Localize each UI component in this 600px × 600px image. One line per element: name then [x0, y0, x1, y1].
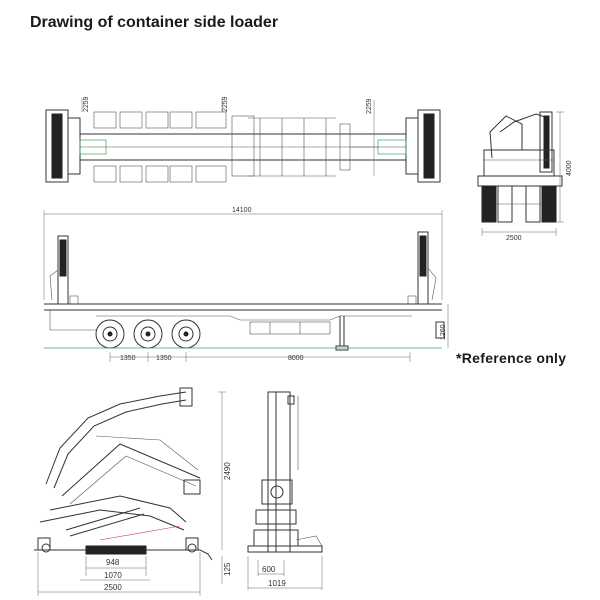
side-left-pad: [69, 295, 79, 305]
crane-dim-1070: 1070: [104, 571, 122, 580]
side-wheel-3-hub: [178, 326, 194, 342]
leg-column-inner: [275, 391, 291, 553]
leg-top-cap: [287, 395, 295, 405]
crane-lower-arm-2: [39, 509, 185, 531]
top-wheel-box: [145, 111, 169, 129]
top-wheel-box: [145, 165, 169, 183]
rear-height-label: 4000: [566, 160, 573, 176]
crane-pivot: [41, 543, 51, 553]
rear-left-wheel: [481, 185, 497, 223]
top-wheel-box: [169, 165, 193, 183]
rear-view: 4000 2500: [477, 111, 573, 242]
side-wheel-2-hub: [140, 326, 156, 342]
rear-right-wheel: [541, 185, 557, 223]
crane-dim-948: 948: [106, 558, 120, 567]
top-wheel-box: [119, 111, 143, 129]
top-outrigger: [195, 165, 227, 183]
crane-lower-arm: [49, 495, 187, 523]
top-frame-block: [231, 115, 255, 177]
top-outrigger: [195, 111, 227, 129]
side-chassis-frame: [96, 315, 412, 321]
crane-height-label: 2490: [223, 462, 232, 480]
crane-dim-2500: 2500: [104, 583, 122, 592]
crane-base-height: 125: [223, 562, 232, 576]
page-title: Drawing of container side loader: [30, 14, 279, 31]
crane-arm-2: [69, 455, 197, 505]
top-dim-3: 2259: [366, 98, 373, 114]
top-left-crane-base-fill: [51, 113, 63, 179]
crane-detail: 2490 125 948 1070 2500: [34, 387, 232, 596]
top-view: 2259 2259 2259: [45, 96, 441, 183]
leg-dim-1019: 1019: [268, 579, 286, 588]
side-deck-height: 1260: [440, 324, 447, 340]
leg-detail: 600 1019: [247, 391, 323, 590]
side-right-pad: [407, 295, 417, 305]
top-left-crane-bracket: [67, 117, 81, 175]
leg-dim-600: 600: [262, 565, 276, 574]
crane-cylinder: [69, 513, 145, 537]
crane-arm-1: [61, 443, 201, 497]
top-wheel-box: [93, 111, 117, 129]
crane-boom-tip: [179, 387, 193, 407]
rear-right-post: [539, 111, 553, 173]
crane-base-pad-right: [185, 537, 199, 551]
leg-pin: [270, 485, 284, 499]
top-dim-2: 2259: [222, 96, 229, 112]
side-axle-dim-2: 1350: [156, 355, 172, 362]
side-length-label: 14100: [232, 207, 252, 214]
crane-pivot: [187, 543, 197, 553]
side-axle-dim-1: 1350: [120, 355, 136, 362]
crane-base-plate: [85, 545, 147, 555]
leg-mid-block: [255, 509, 297, 525]
side-left-leg: [49, 269, 59, 301]
crane-hook-block: [183, 479, 201, 495]
side-wheel-1-hub: [102, 326, 118, 342]
crane-cylinder: [65, 507, 141, 531]
top-wheel-box: [119, 165, 143, 183]
crane-boom-lower: [53, 399, 187, 489]
top-right-crane-bracket: [405, 117, 419, 175]
rear-left-arm: [489, 115, 523, 159]
top-wheel-box: [93, 165, 117, 183]
side-left-crane-fill: [59, 239, 67, 277]
side-toolbox: [249, 321, 331, 335]
rear-width-label: 2500: [506, 235, 522, 242]
side-wheel-2-center: [145, 331, 151, 337]
crane-arm-3: [95, 435, 199, 471]
leg-column-outer: [267, 391, 277, 553]
side-wheel-3-center: [183, 331, 189, 337]
rear-chassis: [477, 175, 563, 187]
crane-base-pad-left: [37, 537, 51, 551]
side-main-span: 8000: [288, 355, 304, 362]
crane-hydraulic-line: [99, 525, 181, 541]
rear-right-post-fill: [543, 115, 550, 169]
side-wheel-1-center: [107, 331, 113, 337]
side-view: 14100: [43, 207, 449, 362]
top-dim-1: 2259: [83, 96, 90, 112]
leg-housing: [261, 479, 293, 505]
reference-note: *Reference only: [456, 350, 567, 366]
side-right-crane-fill: [419, 235, 427, 277]
top-right-crane-base-fill: [423, 113, 435, 179]
side-kingpin: [435, 321, 445, 339]
rear-upper-boom: [499, 113, 549, 133]
side-right-leg: [427, 267, 437, 301]
leg-foot-arm: [295, 535, 323, 547]
crane-boom-upper: [45, 391, 187, 485]
top-wheel-box: [169, 111, 193, 129]
leg-base: [247, 545, 323, 553]
